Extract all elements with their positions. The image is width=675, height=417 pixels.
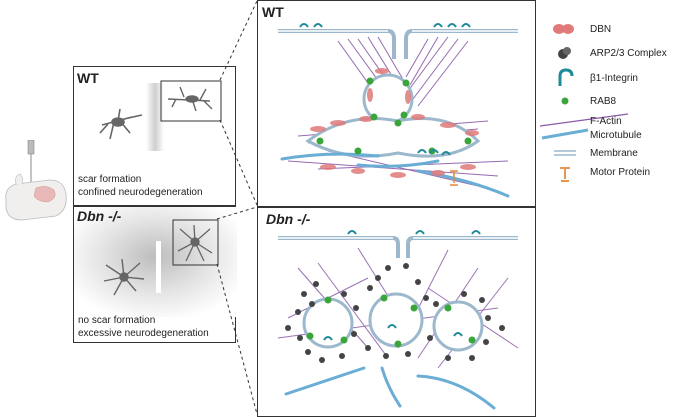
zoom-box-ko xyxy=(172,219,219,266)
left-wt-title: WT xyxy=(77,70,99,86)
left-wt-panel: WT scar formation confined neurodegenera… xyxy=(73,66,236,206)
ko-cell-diagram xyxy=(277,230,519,410)
mouse-illustration xyxy=(5,140,67,221)
right-ko-title: Dbn -/- xyxy=(266,211,311,227)
right-ko-panel: Dbn -/- xyxy=(257,207,536,417)
astrocyte-left xyxy=(99,108,143,140)
right-wt-panel: WT xyxy=(257,0,536,207)
integrin-icon xyxy=(558,68,574,86)
left-ko-title: Dbn -/- xyxy=(77,208,122,224)
wt-cell-diagram xyxy=(278,23,518,198)
wt-scar-illustration xyxy=(99,80,222,151)
legend-label-integrin: β1-Integrin xyxy=(590,73,638,84)
legend-label-factin: F-Actin xyxy=(590,116,622,127)
dbn-icon xyxy=(553,24,574,34)
factin-icon xyxy=(540,113,629,127)
left-ko-caption-1: no scar formation xyxy=(78,315,156,326)
left-ko-caption-2: excessive neurodegeneration xyxy=(78,328,209,339)
legend-label-rab8: RAB8 xyxy=(590,96,617,107)
legend-label-microtubule: Microtubule xyxy=(590,130,642,141)
astrocyte-ko-left xyxy=(103,258,145,296)
left-ko-panel: Dbn -/- no scar formation excessive neur… xyxy=(73,206,237,343)
astrocyte-right xyxy=(167,86,213,112)
right-wt-title: WT xyxy=(262,4,284,20)
left-wt-caption-1: scar formation xyxy=(78,174,142,185)
membrane-icon xyxy=(554,150,576,156)
legend-label-arp23: ARP2/3 Complex xyxy=(590,48,667,59)
left-wt-caption-2: confined neurodegeneration xyxy=(78,187,203,198)
legend-label-motor: Motor Protein xyxy=(590,167,651,178)
astrocyte-ko-right xyxy=(177,224,213,262)
legend-label-membrane: Membrane xyxy=(590,148,638,159)
rab8-icon xyxy=(561,97,569,105)
legend-label-dbn: DBN xyxy=(590,24,612,35)
zoom-box-wt xyxy=(160,80,222,122)
microtubule-icon xyxy=(541,128,589,140)
ko-glow-illustration xyxy=(74,207,237,317)
motor-icon xyxy=(560,167,570,182)
arp23-icon xyxy=(558,47,571,59)
